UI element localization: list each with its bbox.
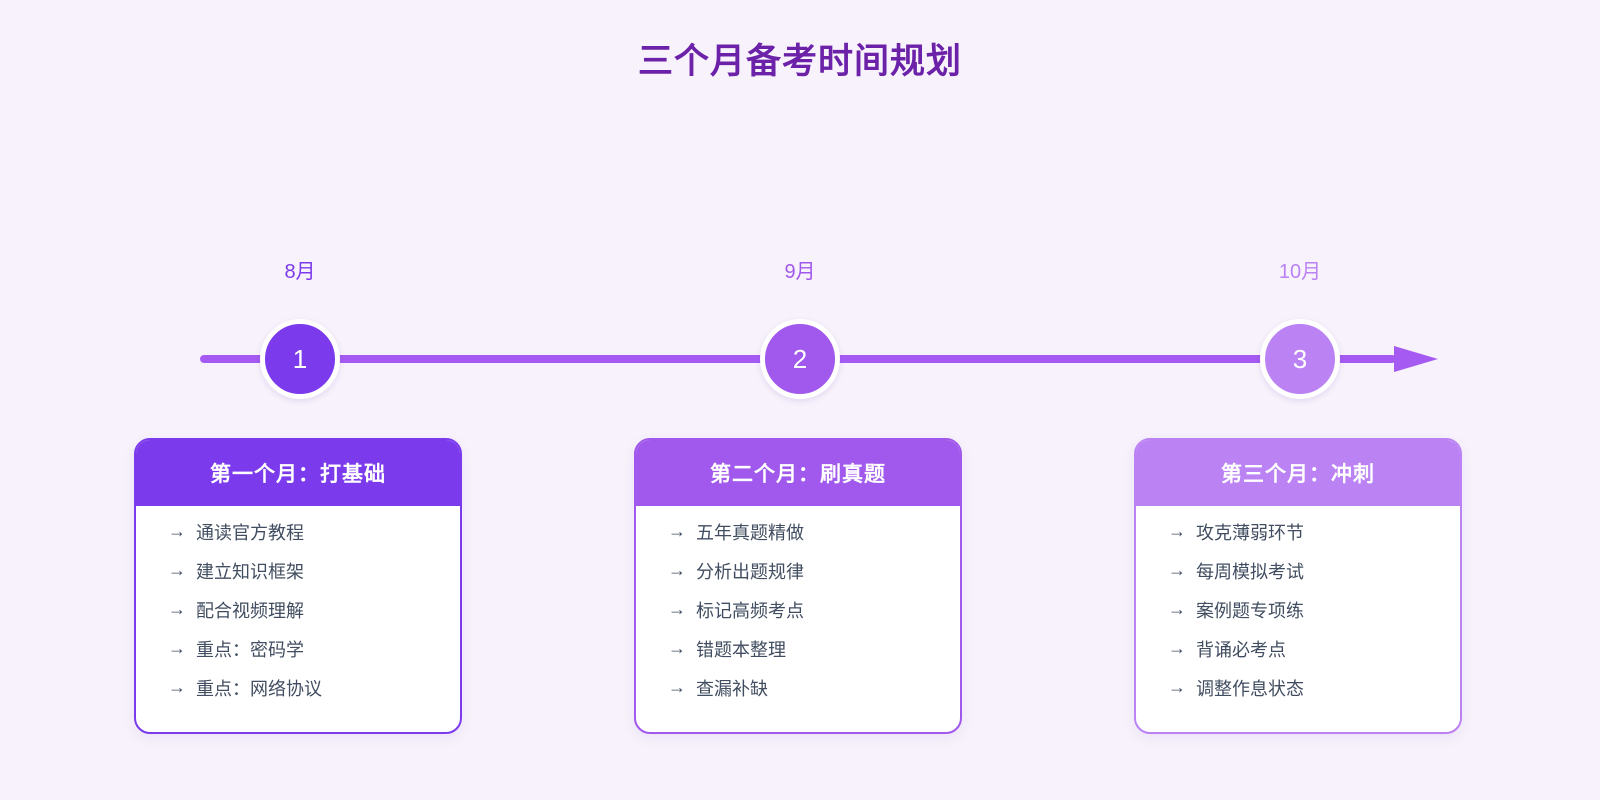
timeline-arrowhead-icon — [1394, 346, 1438, 372]
list-item: → 案例题专项练 — [1168, 590, 1460, 629]
arrow-icon: → — [168, 560, 186, 580]
arrow-icon: → — [1168, 560, 1186, 580]
list-item: → 每周模拟考试 — [1168, 551, 1460, 590]
phase-card-month-1: 第一个月：打基础 → 通读官方教程 → 建立知识框架 → 配合视频理解 → 重点：密码学… — [134, 438, 462, 734]
card-header: 第一个月：打基础 — [136, 440, 460, 506]
list-item-label: 查漏补缺 — [696, 678, 768, 699]
list-item: → 建立知识框架 — [168, 551, 460, 590]
list-item: → 分析出题规律 — [668, 551, 960, 590]
arrow-icon: → — [668, 521, 686, 541]
node-number: 2 — [792, 343, 808, 374]
list-item-label: 通读官方教程 — [196, 522, 304, 543]
arrow-icon: → — [668, 677, 686, 697]
list-item-label: 背诵必考点 — [1196, 639, 1286, 660]
timeline-node-1: 1 — [260, 319, 340, 399]
timeline-node-3: 3 — [1260, 319, 1340, 399]
list-item: → 攻克薄弱环节 — [1168, 512, 1460, 551]
arrow-icon: → — [168, 638, 186, 658]
arrow-icon: → — [1168, 521, 1186, 541]
card-header: 第二个月：刷真题 — [636, 440, 960, 506]
arrow-icon: → — [668, 638, 686, 658]
month-label-october: 10月 — [1278, 261, 1322, 283]
arrow-icon: → — [1168, 638, 1186, 658]
list-item-label: 配合视频理解 — [196, 600, 304, 621]
arrow-icon: → — [168, 677, 186, 697]
list-item-label: 错题本整理 — [696, 639, 786, 660]
card-body: → 攻克薄弱环节 → 每周模拟考试 → 案例题专项练 → 背诵必考点 → 调整作息状态 — [1136, 506, 1460, 707]
node-number: 1 — [292, 343, 308, 374]
phase-card-month-2: 第二个月：刷真题 → 五年真题精做 → 分析出题规律 → 标记高频考点 → 错题本整理 … — [634, 438, 962, 734]
list-item: → 错题本整理 — [668, 629, 960, 668]
list-item: → 调整作息状态 — [1168, 668, 1460, 707]
list-item-label: 标记高频考点 — [696, 600, 804, 621]
list-item: → 重点：密码学 — [168, 629, 460, 668]
list-item-label: 调整作息状态 — [1196, 678, 1304, 699]
arrow-icon: → — [168, 599, 186, 619]
card-body: → 通读官方教程 → 建立知识框架 → 配合视频理解 → 重点：密码学 → 重点：网络协议 — [136, 506, 460, 707]
card-header: 第三个月：冲刺 — [1136, 440, 1460, 506]
arrow-icon: → — [668, 599, 686, 619]
arrow-icon: → — [168, 521, 186, 541]
month-label-september: 9月 — [784, 261, 816, 283]
list-item-label: 重点：网络协议 — [196, 678, 322, 699]
list-item: → 标记高频考点 — [668, 590, 960, 629]
card-body: → 五年真题精做 → 分析出题规律 → 标记高频考点 → 错题本整理 → 查漏补缺 — [636, 506, 960, 707]
phase-card-month-3: 第三个月：冲刺 → 攻克薄弱环节 → 每周模拟考试 → 案例题专项练 → 背诵必考点 →… — [1134, 438, 1462, 734]
list-item-label: 建立知识框架 — [196, 561, 304, 582]
arrow-icon: → — [1168, 599, 1186, 619]
list-item: → 背诵必考点 — [1168, 629, 1460, 668]
list-item-label: 案例题专项练 — [1196, 600, 1304, 621]
list-item: → 通读官方教程 — [168, 512, 460, 551]
list-item-label: 分析出题规律 — [696, 561, 804, 582]
list-item: → 配合视频理解 — [168, 590, 460, 629]
list-item-label: 五年真题精做 — [696, 522, 804, 543]
page-title: 三个月备考时间规划 — [637, 42, 962, 81]
list-item-label: 每周模拟考试 — [1196, 561, 1304, 582]
list-item-label: 重点：密码学 — [196, 639, 304, 660]
timeline-node-2: 2 — [760, 319, 840, 399]
list-item: → 查漏补缺 — [668, 668, 960, 707]
list-item: → 五年真题精做 — [668, 512, 960, 551]
node-number: 3 — [1292, 343, 1308, 374]
arrow-icon: → — [668, 560, 686, 580]
arrow-icon: → — [1168, 677, 1186, 697]
list-item: → 重点：网络协议 — [168, 668, 460, 707]
month-label-august: 8月 — [284, 261, 316, 283]
list-item-label: 攻克薄弱环节 — [1196, 522, 1304, 543]
